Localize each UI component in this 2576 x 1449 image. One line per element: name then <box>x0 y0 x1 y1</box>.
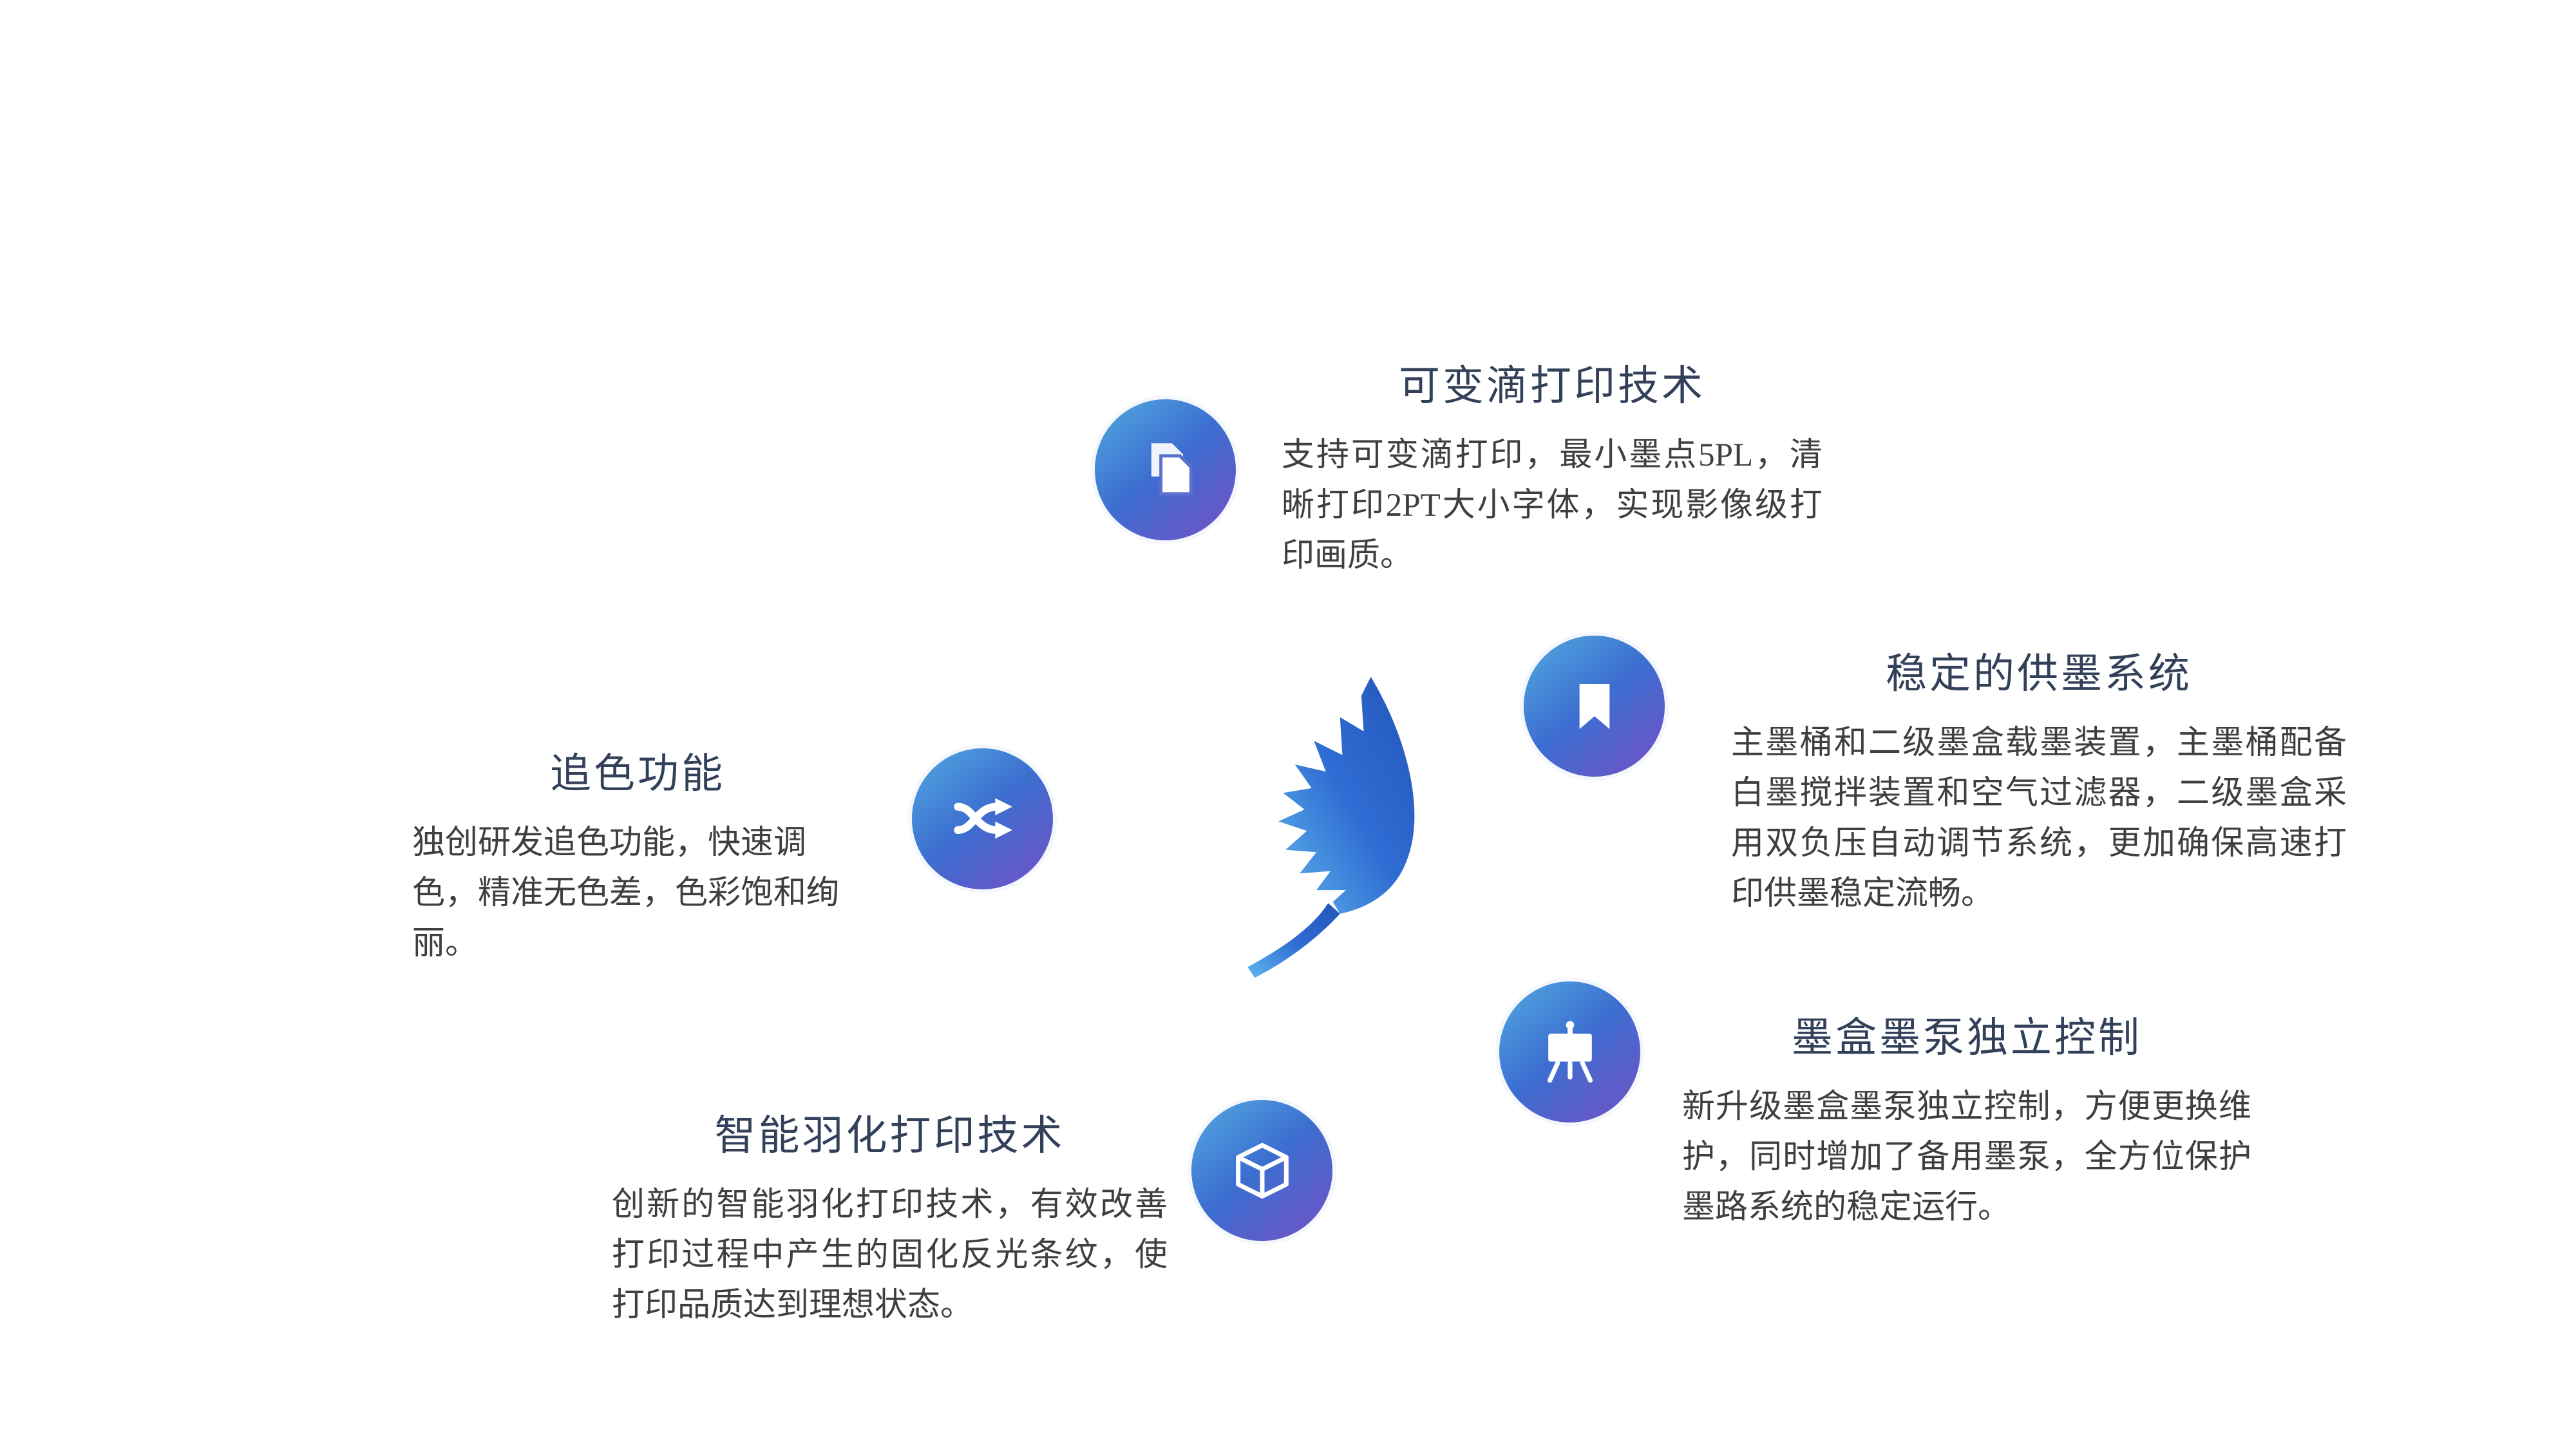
shuffle-icon <box>912 748 1053 889</box>
feature-body: 支持可变滴打印，最小墨点5PL，清晰打印2PT大小字体，实现影像级打印画质。 <box>1282 437 1823 574</box>
cube-icon <box>1191 1100 1332 1241</box>
feature-title: 稳定的供墨系统 <box>1886 651 2192 697</box>
feature-title: 智能羽化打印技术 <box>714 1113 1065 1159</box>
feature-body: 新升级墨盒墨泵独立控制，方便更换维护，同时增加了备用墨泵，全方位保护墨路系统的稳… <box>1682 1089 2251 1226</box>
feature-variable-drop: 可变滴打印技术 支持可变滴打印，最小墨点5PL，清晰打印2PT大小字体，实现影像… <box>1282 353 1823 581</box>
feature-title: 可变滴打印技术 <box>1399 363 1705 409</box>
feature-color-tracking: 追色功能 独创研发追色功能，快速调色，精准无色差，色彩饱和绚丽。 <box>412 741 863 969</box>
feature-ink-supply: 稳定的供墨系统 主墨桶和二级墨盒载墨装置，主墨桶配备白墨搅拌装置和空气过滤器，二… <box>1731 641 2347 919</box>
documents-icon <box>1095 399 1236 540</box>
feature-feathering: 智能羽化打印技术 创新的智能羽化打印技术，有效改善打印过程中产生的固化反光条纹，… <box>612 1103 1168 1331</box>
feature-body: 创新的智能羽化打印技术，有效改善打印过程中产生的固化反光条纹，使打印品质达到理想… <box>612 1187 1168 1324</box>
feature-title: 墨盒墨泵独立控制 <box>1792 1015 2142 1061</box>
bookmark-icon <box>1524 636 1665 777</box>
feature-pump-control: 墨盒墨泵独立控制 新升级墨盒墨泵独立控制，方便更换维护，同时增加了备用墨泵，全方… <box>1682 1005 2251 1233</box>
feature-body: 独创研发追色功能，快速调色，精准无色差，色彩饱和绚丽。 <box>412 825 840 962</box>
feature-body: 主墨桶和二级墨盒载墨装置，主墨桶配备白墨搅拌装置和空气过滤器，二级墨盒采用双负压… <box>1731 725 2347 913</box>
easel-icon <box>1499 981 1640 1122</box>
feather-graphic <box>1247 677 1415 978</box>
feature-title: 追色功能 <box>550 751 725 797</box>
